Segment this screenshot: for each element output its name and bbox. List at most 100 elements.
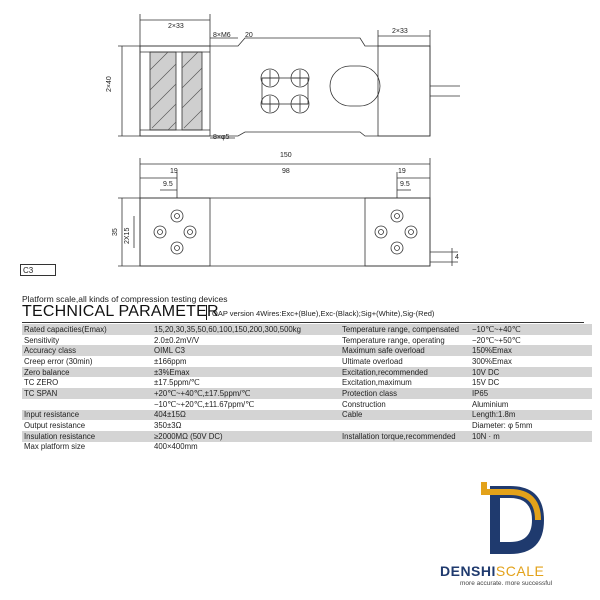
- spec-label: Insulation resistance: [22, 430, 152, 442]
- spec-label-right: Temperature range, compensated: [340, 324, 470, 335]
- logo-tagline: more accurate. more successful: [460, 580, 553, 587]
- dim-top-left: 2×33: [168, 23, 184, 30]
- spec-gap: [324, 334, 340, 346]
- spec-gap: [324, 345, 340, 357]
- accuracy-class-label: C3: [20, 264, 56, 276]
- spec-value: ±166ppm: [152, 356, 324, 367]
- spec-value-right: 300%Emax: [470, 356, 592, 367]
- table-row: Rated capacities(Emax)15,20,30,35,50,60,…: [22, 324, 592, 335]
- spec-value-right: 10V DC: [470, 366, 592, 378]
- dim-side-2x40: 2×40: [106, 76, 113, 92]
- spec-value-right: 150%Emax: [470, 345, 592, 357]
- spec-value-right: 10N · m: [470, 430, 592, 442]
- spec-value: 2.0±0.2mV/V: [152, 334, 324, 346]
- spec-label-right: Construction: [340, 398, 470, 410]
- title-divider: [206, 305, 207, 320]
- dim-m6-20: 20: [245, 32, 253, 39]
- spec-label-right: Temperature range, operating: [340, 334, 470, 346]
- spec-gap: [324, 388, 340, 399]
- spec-value: −10℃~+20℃,±11.67ppm/℃: [152, 398, 324, 410]
- spec-value: ±17.5ppm/℃: [152, 377, 324, 389]
- spec-gap: [324, 377, 340, 389]
- logo-word-denshi: DENSHI: [440, 563, 496, 579]
- spec-label: TC SPAN: [22, 388, 152, 399]
- spec-value-right: −10℃~+40℃: [470, 324, 592, 335]
- wiring-note: OAP version 4Wires:Exc+(Blue),Exc-(Black…: [212, 309, 435, 318]
- spec-label-right: Installation torque,recommended: [340, 430, 470, 442]
- spec-label-right: Cable: [340, 409, 470, 421]
- spec-value: 350±3Ω: [152, 420, 324, 431]
- spec-label-right: Ultimate overload: [340, 356, 470, 367]
- spec-label: Accuracy class: [22, 345, 152, 357]
- spec-value-right: Aluminium: [470, 398, 592, 410]
- spec-label-right: Excitation,maximum: [340, 377, 470, 389]
- spec-label-right: [340, 420, 470, 431]
- spec-value: 400×400mm: [152, 441, 324, 453]
- spec-label: Creep error (30min): [22, 356, 152, 367]
- spec-label-right: Excitation,recommended: [340, 366, 470, 378]
- application-subtitle: Platform scale,all kinds of compression …: [22, 294, 228, 304]
- spec-gap: [324, 356, 340, 367]
- page-title: TECHNICAL PARAMETER: [22, 303, 219, 320]
- spec-value-right: −20℃~+50℃: [470, 334, 592, 346]
- spec-gap: [324, 324, 340, 335]
- spec-value: ≥2000MΩ (50V DC): [152, 430, 324, 442]
- title-underline: [22, 322, 584, 323]
- dim-m6: 8×M6: [213, 32, 231, 39]
- logo-wordmark: DENSHISCALE: [440, 563, 544, 579]
- dim-phi5: 8×φ5: [213, 134, 230, 141]
- dim-mid-98: 98: [282, 168, 290, 175]
- spec-label: Zero balance: [22, 366, 152, 378]
- denshi-scale-logo: [481, 482, 544, 554]
- spec-value: OIML C3: [152, 345, 324, 357]
- spec-label: TC ZERO: [22, 377, 152, 389]
- spec-value: +20℃~+40℃,±17.5ppm/℃: [152, 388, 324, 399]
- spec-label: Max platform size: [22, 441, 152, 453]
- spec-gap: [324, 430, 340, 442]
- table-row: Creep error (30min)±166ppm Ultimate overl…: [22, 356, 592, 367]
- spec-gap: [324, 398, 340, 410]
- spec-label: Rated capacities(Emax): [22, 324, 152, 335]
- dim-h2x15: 2X15: [124, 227, 131, 244]
- spec-label-right: [340, 441, 470, 453]
- spec-gap: [324, 420, 340, 431]
- load-cell-drawing: [118, 14, 460, 267]
- spec-table: Rated capacities(Emax)15,20,30,35,50,60,…: [22, 324, 592, 453]
- spec-gap: [324, 366, 340, 378]
- table-row: TC SPAN+20℃~+40℃,±17.5ppm/℃ Protection cl…: [22, 388, 592, 399]
- dim-right-19: 19: [398, 168, 406, 175]
- dim-r4: 4: [455, 254, 459, 261]
- spec-gap: [324, 441, 340, 453]
- spec-value-right: IP65: [470, 388, 592, 399]
- spec-value: 404±15Ω: [152, 409, 324, 421]
- spec-label-right: Maximum safe overload: [340, 345, 470, 357]
- dim-top-right: 2×33: [392, 28, 408, 35]
- dim-left-19: 19: [170, 168, 178, 175]
- spec-value-right: Diameter: φ 5mm: [470, 420, 592, 431]
- dim-left-9-5: 9.5: [163, 181, 173, 188]
- spec-value-right: Length:1.8m: [470, 409, 592, 421]
- dim-total-150: 150: [280, 152, 292, 159]
- spec-label: Sensitivity: [22, 334, 152, 346]
- spec-value-right: [470, 441, 592, 453]
- spec-value-right: 15V DC: [470, 377, 592, 389]
- spec-label: Input resistance: [22, 409, 152, 421]
- spec-label-right: Protection class: [340, 388, 470, 399]
- spec-label: [22, 398, 152, 410]
- spec-label: Output resistance: [22, 420, 152, 431]
- dim-right-9-5: 9.5: [400, 181, 410, 188]
- spec-gap: [324, 409, 340, 421]
- dim-h35: 35: [112, 228, 119, 236]
- table-row: Insulation resistance≥2000MΩ (50V DC) Ins…: [22, 430, 592, 442]
- logo-word-scale: SCALE: [495, 563, 545, 579]
- title-row: TECHNICAL PARAMETER OAP version 4Wires:E…: [22, 303, 584, 323]
- spec-value: 15,20,30,35,50,60,100,150,200,300,500kg: [152, 324, 324, 335]
